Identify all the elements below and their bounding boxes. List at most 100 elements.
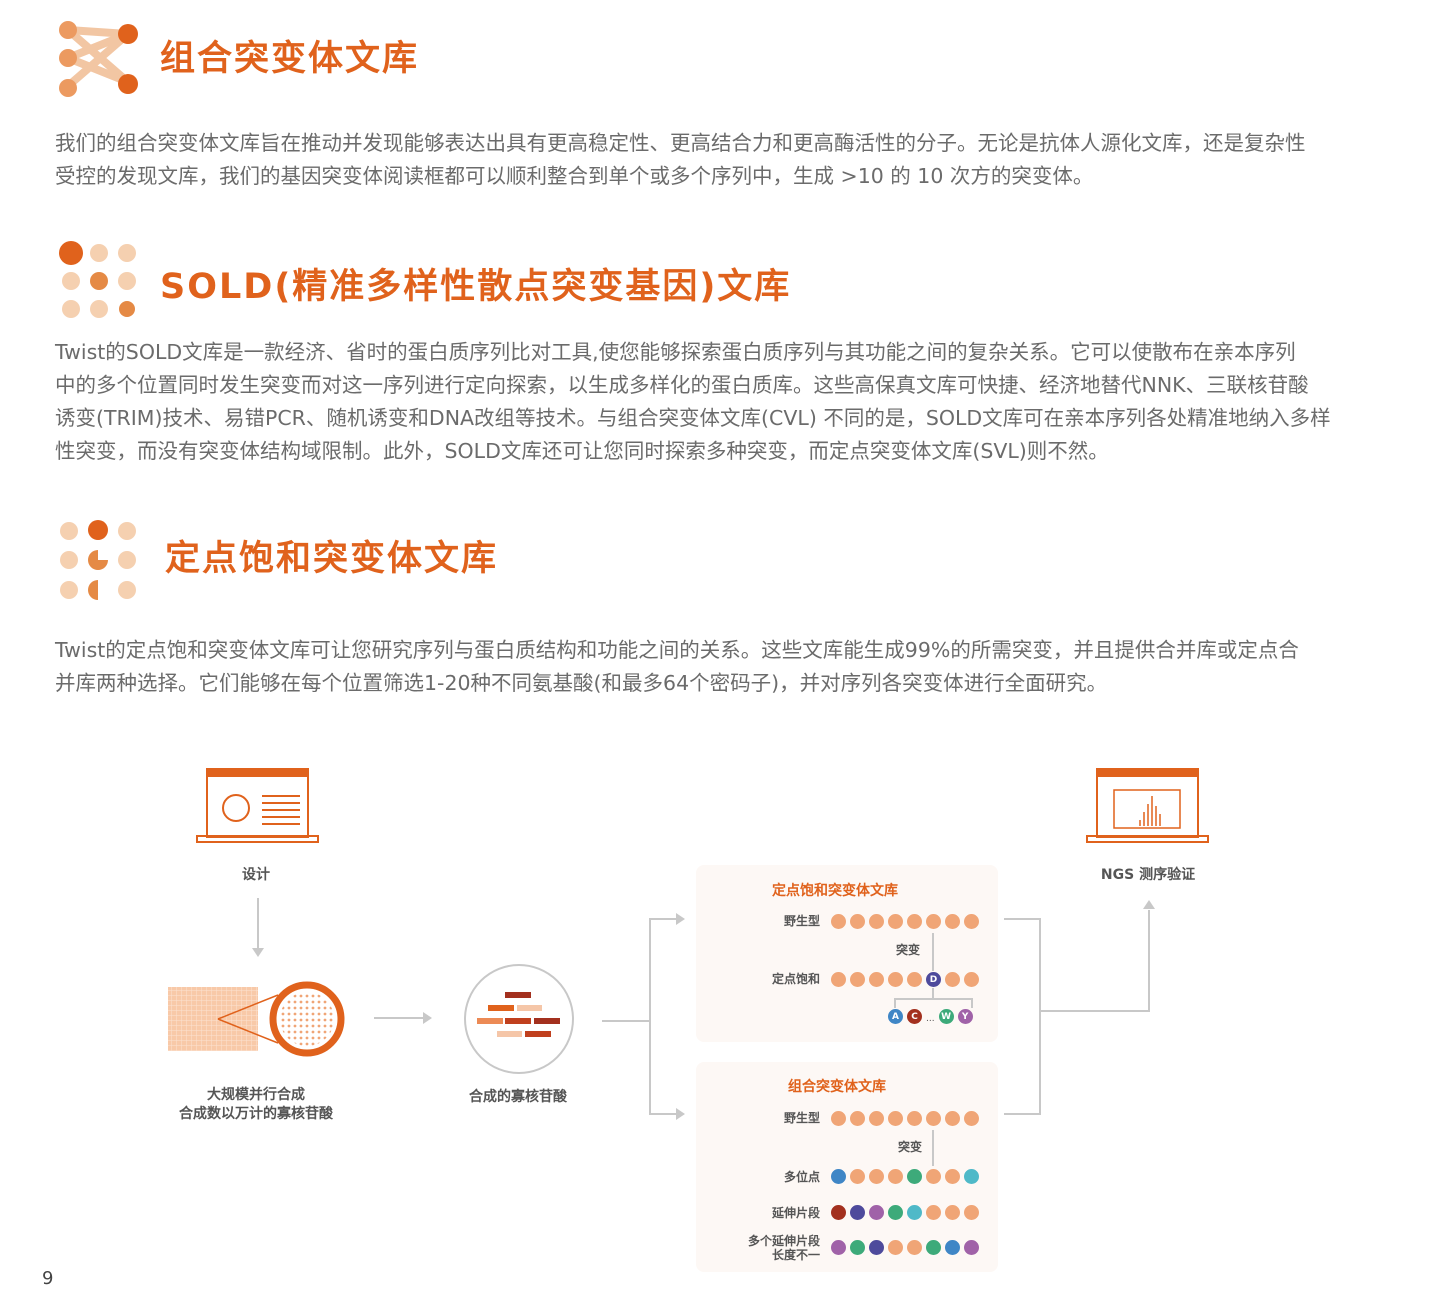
residue-dot [926,914,941,929]
residue-dot [907,1111,922,1126]
section-title-ssm: 定点饱和突变体文库 [165,539,499,579]
ngs-label: NGS 测序验证 [1100,867,1196,883]
residue-dot [850,1169,865,1184]
connector [1004,918,1040,920]
arrow-head [1143,900,1155,909]
aa-a: A [888,1009,903,1024]
residue-dot [964,972,979,987]
multi-extension-label: 多个延伸片段 长度不一 [720,1234,820,1262]
page-number: 9 [42,1268,54,1289]
arrow-head [423,1012,438,1024]
text-line: 中的多个位置同时发生突变而对这一序列进行定向探索，以生成多样化的蛋白质库。这些高… [55,373,1309,397]
residue-dot [945,972,960,987]
synthesis-label: 大规模并行合成 合成数以万计的寡核苷酸 [156,1086,356,1124]
residue-dot [907,972,922,987]
residue-dot [888,1111,903,1126]
residue-dot [888,972,903,987]
design-label: 设计 [242,867,270,883]
saturation-dots-icon [60,520,136,600]
residue-dot [850,972,865,987]
connector [649,918,651,1114]
multi-extension-dots [831,1240,979,1255]
residue-dot [964,914,979,929]
connector [932,988,934,998]
section-body-ssm: Twist的定点饱和突变体文库可让您研究序列与蛋白质结构和功能之间的关系。这些文… [55,634,1299,700]
wild-type-dots [831,914,979,929]
arrow-head [252,948,264,963]
residue-dot [869,1240,884,1255]
connector [649,1113,677,1115]
connector [1039,1010,1150,1012]
residue-dot [945,1205,960,1220]
residue-dot: D [926,972,941,987]
residue-dot [850,1111,865,1126]
multi-site-dots [831,1169,979,1184]
residue-dot [926,1205,941,1220]
residue-dot [831,1169,846,1184]
residue-dot [888,914,903,929]
saturation-label: 定点饱和 [771,972,820,986]
arrow-head [676,1108,691,1120]
mutate-label: 突变 [895,943,920,957]
section-body-sold: Twist的SOLD文库是一款经济、省时的蛋白质序列比对工具,使您能够探索蛋白质… [55,336,1331,468]
residue-dot [850,1240,865,1255]
extension-label: 延伸片段 [771,1206,820,1220]
aa-y: Y [957,1009,973,1024]
residue-dot [831,1111,846,1126]
section-title-cvl: 组合突变体文库 [160,39,420,79]
amino-acid-options: A C ... W Y [888,1009,973,1029]
cvl-library-panel [696,1062,998,1272]
residue-dot [945,914,960,929]
connector [1039,918,1041,1115]
text-line: 我们的组合突变体文库旨在推动并发现能够表达出具有更高稳定性、更高结合力和更高酶活… [55,131,1306,155]
cvl-title: 组合突变体文库 [788,1079,886,1095]
multi-extension-line1: 多个延伸片段 [747,1234,820,1248]
residue-dot [945,1169,960,1184]
residue-dot [945,1111,960,1126]
sold-dots-icon [59,241,136,318]
synthesis-label-line1: 大规模并行合成 [207,1087,305,1103]
text-line: 性突变，而没有突变体结构域限制。此外，SOLD文库还可让您同时探索多种突变，而定… [55,439,1109,463]
laptop-ngs-icon [1086,768,1209,843]
residue-dot [831,972,846,987]
wild-type-label: 野生型 [783,1111,820,1125]
residue-dot [869,1205,884,1220]
residue-dot [869,914,884,929]
synthesis-label-line2: 合成数以万计的寡核苷酸 [179,1106,333,1122]
residue-dot [964,1205,979,1220]
connector [1148,910,1150,1012]
laptop-design-icon [196,768,319,843]
connector [894,998,972,1000]
arrow-down [932,1130,934,1166]
residue-dot [945,1240,960,1255]
arrow-down [932,933,934,971]
aa-w: W [938,1009,954,1024]
oligos-pool-icon [464,964,574,1074]
residue-dot [907,1169,922,1184]
oligos-label: 合成的寡核苷酸 [469,1089,567,1105]
residue-dot [907,1240,922,1255]
residue-dot [850,1205,865,1220]
residue-dot [888,1169,903,1184]
arrow-down [257,898,259,950]
ellipsis: ... [926,1014,935,1024]
aa-c: C [907,1009,922,1024]
residue-dot [850,914,865,929]
text-line: 诱变(TRIM)技术、易错PCR、随机诱变和DNA改组等技术。与组合突变体文库(… [55,406,1331,430]
text-line: 受控的发现文库，我们的基因突变体阅读框都可以顺利整合到单个或多个序列中，生成 >… [55,164,1094,188]
residue-dot [964,1111,979,1126]
residue-dot [831,1205,846,1220]
mutate-label: 突变 [897,1140,922,1154]
residue-dot [926,1169,941,1184]
arrow-head [676,913,691,925]
residue-dot [831,914,846,929]
connector [649,918,677,920]
residue-dot [926,1111,941,1126]
connector [602,1020,650,1022]
residue-dot [869,1111,884,1126]
multi-site-label: 多位点 [783,1170,820,1184]
residue-dot [964,1169,979,1184]
residue-dot [907,1205,922,1220]
connector [894,998,896,1008]
residue-dot [964,1240,979,1255]
